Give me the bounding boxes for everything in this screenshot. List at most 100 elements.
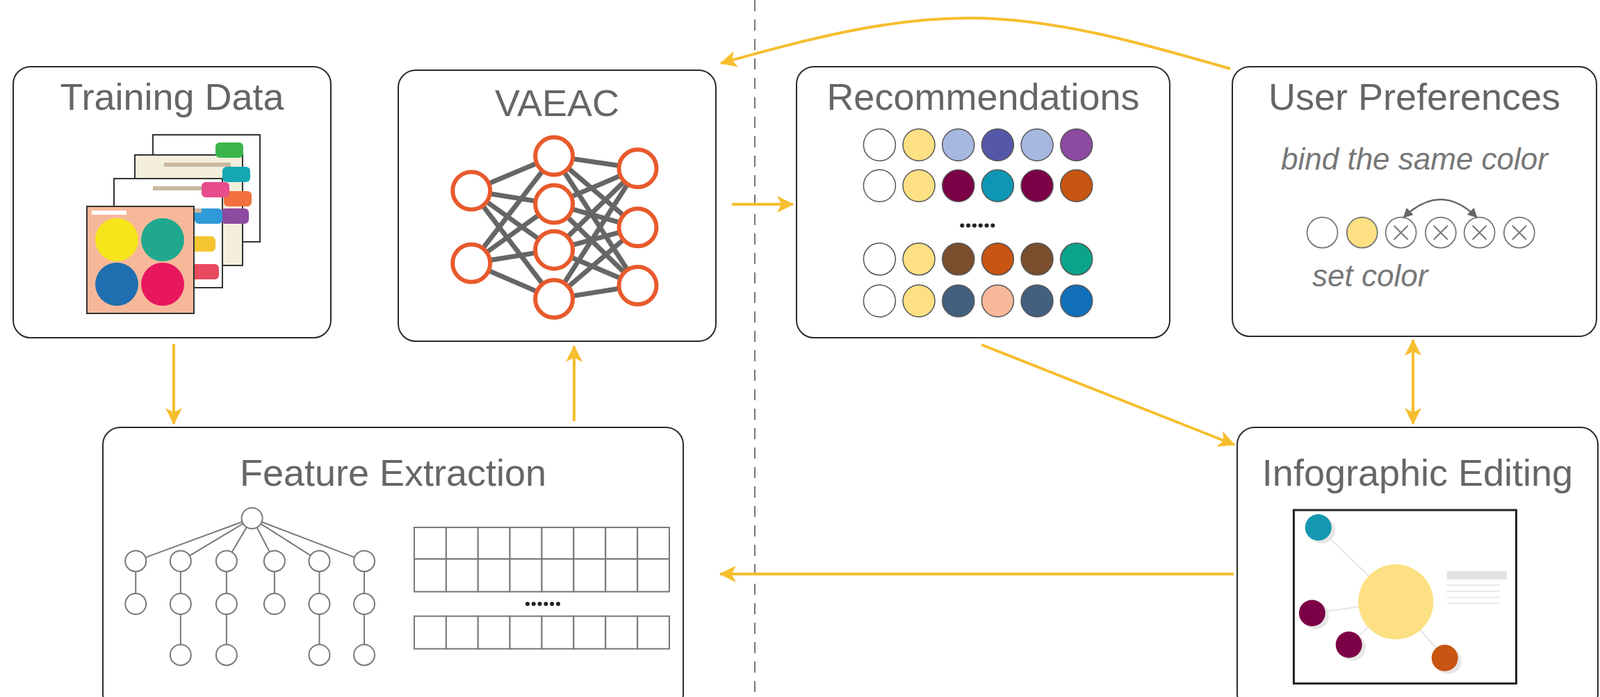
- box-heading: Infographic Editing: [1237, 450, 1598, 496]
- ellipsis-dot: [966, 223, 971, 228]
- matrix-cell: [510, 527, 543, 560]
- tree-node: [264, 593, 285, 615]
- matrix-cell: [478, 616, 511, 650]
- matrix-cell: [510, 616, 543, 650]
- front-blob: [141, 262, 185, 306]
- canvas-line: [1447, 590, 1500, 593]
- matrix-cell: [542, 616, 575, 650]
- page-block: [215, 142, 244, 158]
- tree-node: [170, 644, 192, 666]
- matrix-cell: [637, 558, 670, 592]
- network-neuron: [535, 280, 573, 318]
- ellipsis-dot: [549, 601, 554, 607]
- palette-swatch: [1021, 169, 1053, 202]
- matrix-cell: [446, 616, 479, 650]
- palette-swatch: [981, 169, 1014, 202]
- canvas-line: [1447, 584, 1500, 586]
- palette-swatch: [1060, 169, 1093, 202]
- page-block: [191, 264, 219, 280]
- ellipsis-dot: [537, 601, 543, 607]
- canvas-bar: [1447, 571, 1508, 580]
- front-blob: [95, 262, 139, 306]
- infographic-canvas: [1293, 510, 1516, 684]
- flow-arrow: [172, 344, 176, 424]
- box-heading: Recommendations: [797, 74, 1170, 120]
- page-title: [152, 186, 202, 191]
- flow-arrow: [720, 572, 1234, 576]
- process-box: Training Data: [12, 66, 332, 339]
- palette-swatch: [1060, 128, 1093, 161]
- flow-arrow: [720, 18, 1231, 69]
- preference-swatch: [1425, 217, 1457, 249]
- front-title: [91, 210, 127, 215]
- feature-matrix: [414, 527, 670, 650]
- preference-row: [1307, 199, 1535, 249]
- palette-swatch: [902, 128, 935, 161]
- palette-swatch: [942, 284, 975, 317]
- palette-swatch: [863, 243, 896, 276]
- box-heading: User Preferences: [1233, 74, 1596, 120]
- palette-swatch: [1060, 243, 1093, 276]
- divider-line: [754, 0, 756, 697]
- feature-tree: [125, 508, 375, 666]
- ellipsis-dot: [990, 223, 995, 228]
- tree-node: [353, 550, 375, 572]
- tree-node: [125, 593, 146, 615]
- tree-node: [308, 550, 330, 572]
- network-neuron: [619, 208, 657, 247]
- matrix-cell: [542, 527, 575, 560]
- ellipsis-dot: [531, 601, 536, 607]
- tree-node: [216, 550, 238, 572]
- matrix-cell: [414, 558, 447, 592]
- matrix-cell: [414, 527, 447, 560]
- tree-node: [353, 593, 375, 615]
- matrix-cell: [510, 558, 543, 592]
- matrix-cell: [573, 558, 606, 592]
- tree-link: [180, 518, 253, 562]
- palette-swatch: [942, 169, 975, 202]
- tree-node: [170, 550, 192, 572]
- palette-swatch: [981, 243, 1014, 276]
- preference-swatch: [1504, 217, 1535, 249]
- box-heading: Feature Extraction: [103, 450, 683, 496]
- process-box: Infographic Editing: [1236, 426, 1599, 697]
- matrix-cell: [605, 616, 638, 650]
- page-block: [222, 166, 251, 183]
- preference-note: set color: [1312, 257, 1428, 295]
- matrix-cell: [478, 527, 511, 560]
- process-box: VAEAC: [397, 69, 717, 342]
- ellipsis-dot: [543, 601, 548, 607]
- front-blob: [95, 218, 139, 262]
- unset-cross: [1472, 225, 1487, 240]
- palette-swatch: [1021, 128, 1053, 161]
- preference-swatch: [1347, 217, 1378, 249]
- matrix-cell: [414, 616, 447, 650]
- palette-swatch: [981, 284, 1014, 317]
- matrix-cell: [605, 558, 638, 592]
- network-neuron: [619, 266, 657, 305]
- network-neuron: [452, 244, 491, 283]
- network-neuron: [535, 185, 573, 224]
- preference-swatch: [1464, 217, 1496, 249]
- network-neuron: [535, 231, 573, 269]
- tree-node: [216, 593, 238, 615]
- tree-node: [353, 644, 375, 666]
- palette-swatch: [1021, 243, 1053, 276]
- canvas-line: [1447, 597, 1500, 599]
- canvas-dot: [1431, 645, 1459, 672]
- palette-swatch: [863, 169, 896, 202]
- ellipsis-dot: [972, 223, 977, 228]
- matrix-cell: [542, 558, 575, 592]
- tree-node: [308, 644, 330, 666]
- page-block: [221, 208, 249, 224]
- ellipsis-dot: [525, 601, 530, 607]
- tree-node: [308, 593, 330, 615]
- network-neuron: [452, 172, 491, 210]
- unset-cross: [1394, 225, 1409, 240]
- ellipsis-dot: [978, 223, 983, 228]
- matrix-cell: [478, 558, 511, 592]
- palette-swatch: [1021, 284, 1053, 317]
- preference-note: bind the same color: [1233, 141, 1596, 178]
- tree-node: [241, 508, 263, 529]
